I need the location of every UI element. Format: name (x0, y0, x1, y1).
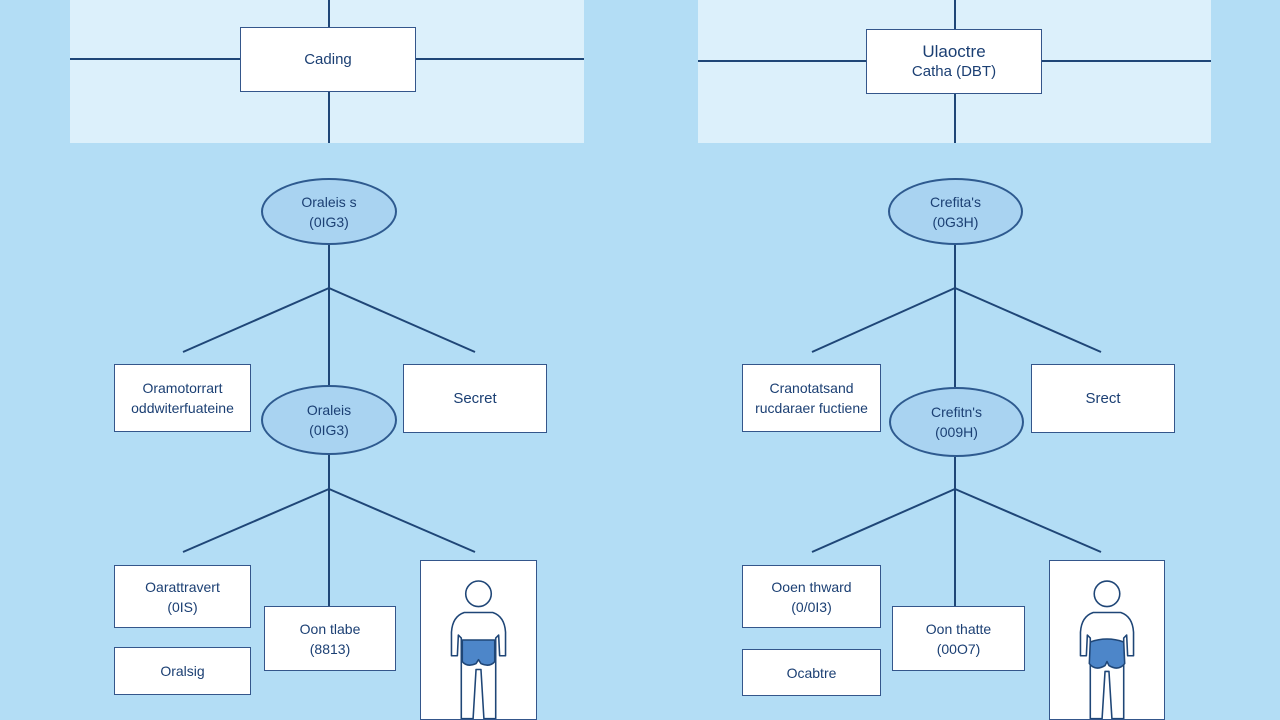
right-leaf-node-middle: Oon thatte (00O7) (892, 606, 1025, 671)
connector (328, 488, 476, 553)
node-label: Crefitn's (931, 404, 982, 420)
left-oval-node-2: Oraleis (0IG3) (261, 385, 397, 455)
person-figure-icon (450, 580, 507, 719)
node-label: (009H) (935, 424, 978, 440)
node-label: (0G3H) (932, 213, 979, 230)
connector (182, 488, 330, 553)
right-oval-node-2: Crefitn's (009H) (889, 387, 1024, 457)
node-label: Oramotorrart (142, 380, 223, 396)
connector (954, 488, 1102, 553)
node-label: oddwiterfuateine (131, 400, 234, 416)
left-branch-node-right: Secret (403, 364, 547, 433)
node-label: Cranotatsand (769, 380, 854, 396)
left-person-box (420, 560, 537, 720)
right-person-box (1049, 560, 1165, 720)
right-leaf-node-2: Ocabtre (742, 649, 881, 696)
node-label: Cading (304, 50, 352, 68)
node-label: (0/0I3) (791, 598, 832, 615)
left-oval-node-1: Oraleis s (0IG3) (261, 178, 397, 245)
left-leaf-node-middle: Oon tlabe (8813) (264, 606, 396, 671)
node-label: Oralsig (160, 663, 205, 679)
connector (811, 488, 956, 553)
node-label: (0IG3) (309, 422, 349, 438)
left-leaf-node-2: Oralsig (114, 647, 251, 695)
left-top-node: Cading (240, 27, 416, 92)
node-label: Ooen thward (771, 578, 852, 595)
node-label: Oon thatte (925, 620, 992, 637)
left-leaf-node-1: Oarattravert (0IS) (114, 565, 251, 628)
left-branch-node-left: Oramotorrart oddwiterfuateine (114, 364, 251, 432)
node-label: Oraleis (306, 402, 352, 418)
node-label: Catha (DBT) (911, 62, 997, 80)
connector (182, 287, 330, 353)
connector (811, 287, 956, 353)
node-label: (00O7) (936, 640, 981, 657)
node-label: Oarattravert (145, 578, 220, 595)
node-label: Crefita's (930, 193, 981, 210)
node-label: Srect (1085, 389, 1121, 407)
node-label: Secret (453, 389, 497, 407)
node-label: Oraleis s (301, 193, 357, 210)
node-label: rucdaraer fuctiene (755, 400, 868, 416)
node-label: (0IG3) (309, 213, 349, 230)
node-label: Ulaoctre (922, 41, 986, 61)
person-figure-icon (1079, 580, 1135, 719)
node-label: Ocabtre (786, 664, 837, 681)
right-leaf-node-1: Ooen thward (0/0I3) (742, 565, 881, 628)
connector (328, 287, 476, 353)
node-label: (0IS) (167, 598, 198, 615)
right-oval-node-1: Crefita's (0G3H) (888, 178, 1023, 245)
node-label: (8813) (309, 640, 351, 657)
right-top-node: Ulaoctre Catha (DBT) (866, 29, 1042, 94)
right-branch-node-right: Srect (1031, 364, 1175, 433)
connector (954, 287, 1102, 353)
node-label: Oon tlabe (299, 620, 361, 637)
right-branch-node-left: Cranotatsand rucdaraer fuctiene (742, 364, 881, 432)
